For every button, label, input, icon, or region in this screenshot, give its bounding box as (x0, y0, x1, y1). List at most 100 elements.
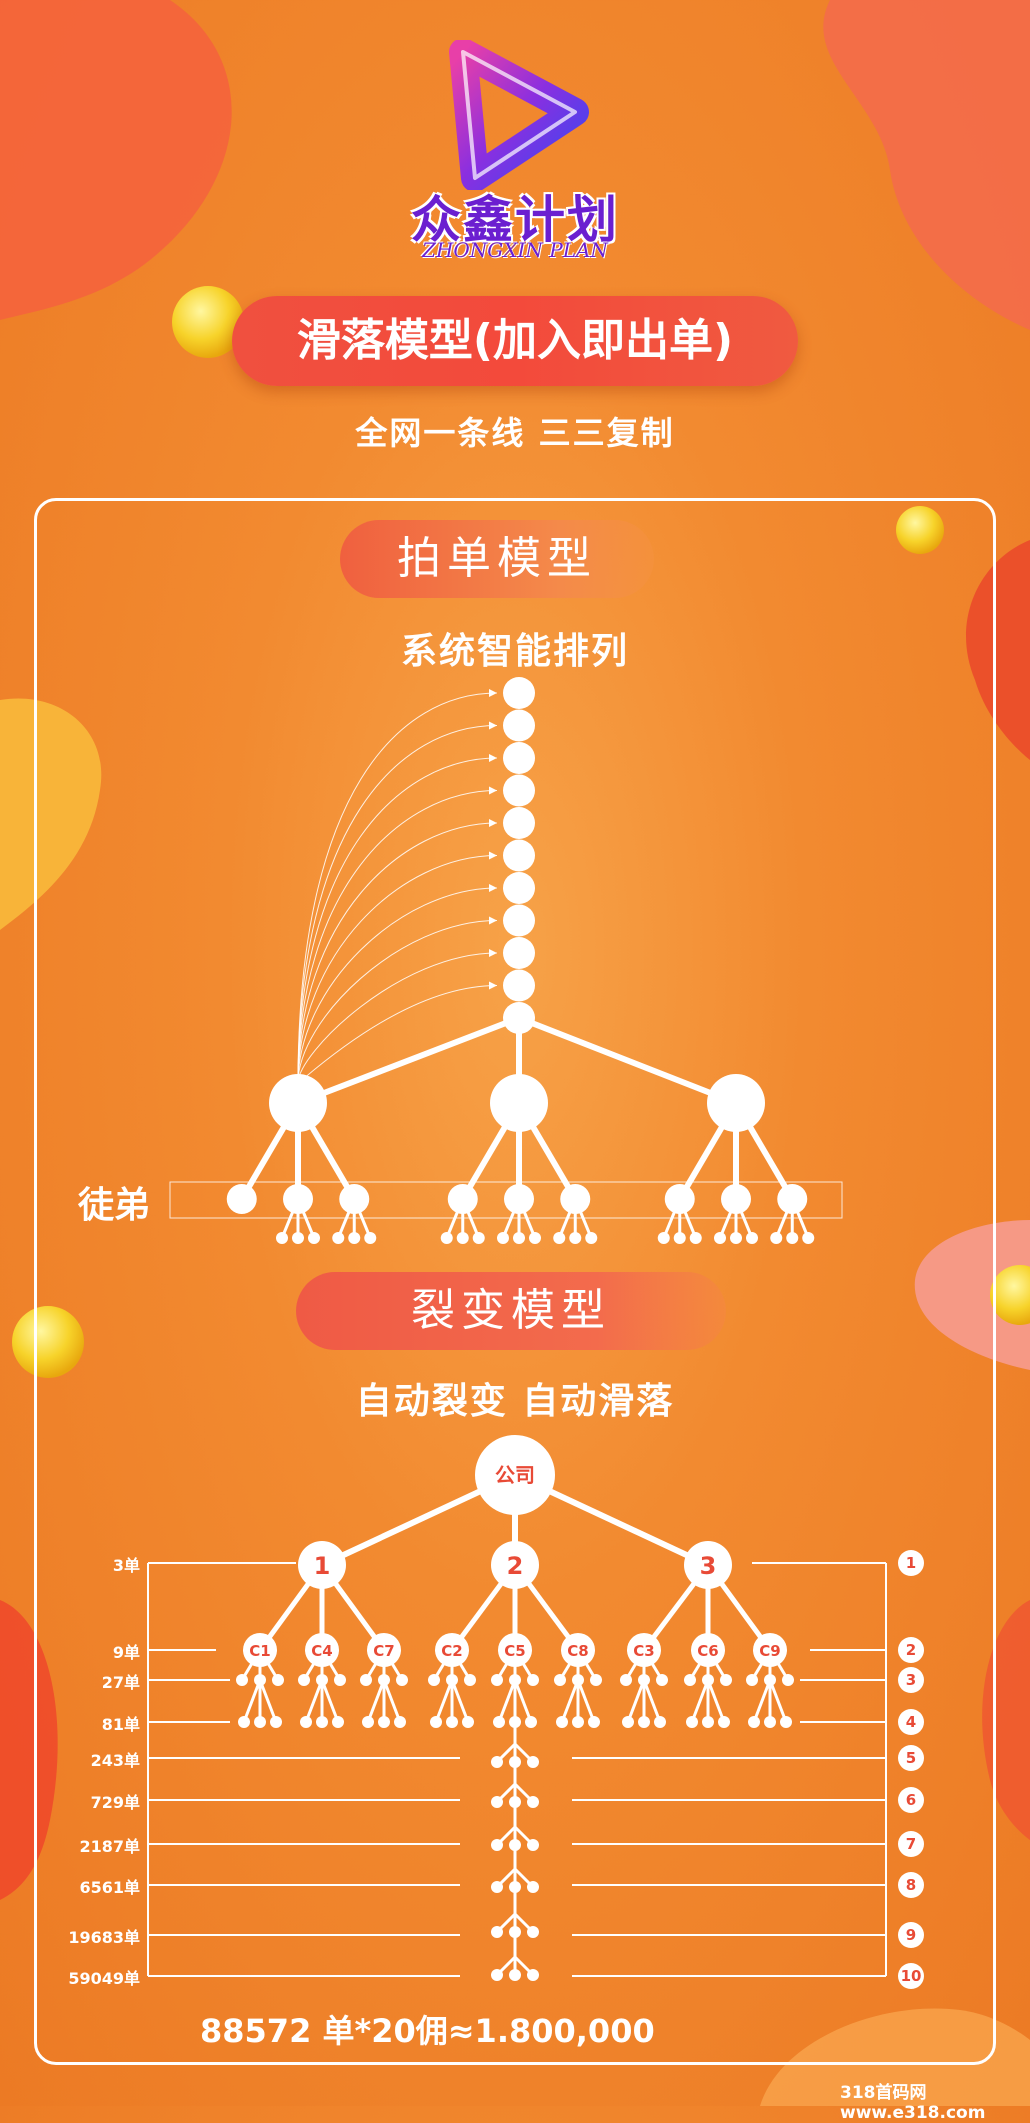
title-banner: 滑落模型(加入即出单) (232, 296, 798, 386)
tree-edge (678, 1198, 698, 1239)
level2-node (435, 1633, 469, 1667)
chain-node (509, 1969, 521, 1981)
top-right-blob (823, 0, 1030, 330)
tree-edge (576, 1679, 596, 1723)
arrow-line (297, 790, 498, 1084)
level-number-badge: 2 (898, 1637, 924, 1663)
grandchild-node (332, 1232, 345, 1244)
grandchild-node (472, 1232, 485, 1244)
level-order-count: 243单 (90, 1751, 140, 1770)
left-mid-blob (0, 698, 102, 930)
level-order-count: 19683单 (68, 1928, 140, 1947)
tree-edge (690, 1679, 710, 1723)
arrow-line (297, 757, 498, 1084)
slide-model-diagram (0, 0, 1030, 1260)
stack-node (503, 1002, 535, 1034)
stack-node (503, 839, 535, 872)
level3-node (360, 1674, 372, 1686)
tree-edge (513, 1679, 533, 1723)
tree-edge (295, 1101, 357, 1201)
arrow-line (297, 887, 498, 1084)
grandchild-node (770, 1232, 783, 1244)
tree-edge (774, 1198, 794, 1239)
logo-subtitle: ZHONGXIN PLAN (422, 238, 608, 262)
stack-node (503, 742, 535, 774)
level4-node (622, 1716, 634, 1728)
level4-node (638, 1716, 650, 1728)
arrow-head (489, 786, 497, 795)
level-order-count: 2187单 (79, 1837, 140, 1856)
level4-node (378, 1716, 390, 1728)
level-order-count: 27单 (101, 1673, 140, 1692)
level-number-badge: 3 (898, 1667, 924, 1693)
grandchild-node (513, 1232, 525, 1244)
level2-node (561, 1633, 595, 1667)
tree-edge (733, 1101, 795, 1201)
level-number-badge: 10 (898, 1963, 924, 1989)
stack-node (503, 969, 535, 1002)
arrow-line (297, 920, 498, 1084)
chain-node (491, 1756, 503, 1768)
coin-icon (896, 506, 944, 554)
arrow-head (489, 754, 497, 762)
grandchild-node (730, 1232, 742, 1244)
chain-node (491, 1881, 503, 1893)
tree-edge (517, 1015, 738, 1106)
level1-label: 2 (507, 1552, 524, 1580)
tree-edge (296, 1015, 521, 1106)
level2-node (498, 1633, 532, 1667)
tree-edge (642, 1679, 662, 1723)
level2-label: C3 (633, 1642, 654, 1660)
level-order-count: 9单 (112, 1643, 140, 1662)
tree-edge (366, 1679, 386, 1723)
level4-node (556, 1716, 568, 1728)
level3-node (396, 1674, 408, 1686)
level4-node (238, 1716, 250, 1728)
stack-node (503, 937, 535, 969)
tree-edge (461, 1198, 481, 1239)
chain-node (491, 1839, 503, 1851)
grandchild-node (657, 1232, 670, 1244)
bottom-right-blob (760, 2008, 1030, 2106)
level2-label: C2 (441, 1642, 462, 1660)
level2-node (367, 1633, 401, 1667)
root-label: 公司 (495, 1463, 535, 1487)
grandchild-node (440, 1232, 453, 1244)
watermark: 318首码网 www.e318.com (840, 2083, 986, 2123)
level4-node (493, 1716, 505, 1728)
tree-edge (304, 1679, 324, 1723)
level3-node (236, 1674, 248, 1686)
level4-node (332, 1716, 344, 1728)
arrow-line (297, 855, 498, 1084)
chain-node (491, 1926, 503, 1938)
level2-label: C9 (759, 1642, 780, 1660)
level4-node (525, 1716, 537, 1728)
formula: 88572 单*20佣≈1.800,000 (200, 2012, 655, 2050)
grandchild-node (802, 1232, 815, 1244)
level2-label: C6 (697, 1642, 718, 1660)
level3-node (590, 1674, 602, 1686)
tree-edge (296, 1198, 316, 1239)
tree-edge (573, 1198, 593, 1239)
level4-node (686, 1716, 698, 1728)
level3-node (620, 1674, 632, 1686)
stack-node (503, 677, 535, 709)
level4-node (588, 1716, 600, 1728)
level4-node (780, 1716, 792, 1728)
coin-icon (12, 1306, 84, 1378)
level3-node (334, 1674, 346, 1686)
tree-edge (768, 1679, 788, 1723)
arrow-line (297, 692, 498, 1084)
grandchild-node (276, 1232, 288, 1244)
chain-node (527, 1926, 539, 1938)
arrow-head (489, 884, 497, 892)
grandchild-node (456, 1232, 469, 1244)
tree-edge (258, 1679, 278, 1723)
grandchild-node (529, 1232, 541, 1244)
level2-node (305, 1633, 339, 1667)
grandchild-node (585, 1232, 598, 1244)
level4-node (446, 1716, 458, 1728)
level2-node (691, 1633, 725, 1667)
level4-node (254, 1716, 266, 1728)
